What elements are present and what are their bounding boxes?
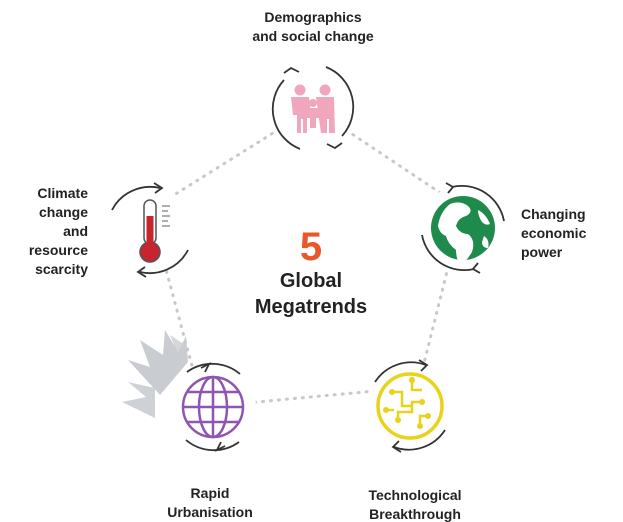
label-economic: Changing economic power xyxy=(521,206,587,260)
node-economic xyxy=(420,182,506,274)
node-demographics xyxy=(270,65,356,151)
center-number: 5 xyxy=(299,225,323,269)
family-icon xyxy=(291,84,335,133)
grid-globe-icon xyxy=(181,375,245,439)
center-title: 5 Global Megatrends xyxy=(236,226,386,320)
node-urbanisation xyxy=(170,361,256,453)
thermometer-icon xyxy=(139,199,170,263)
globe-icon xyxy=(431,196,495,266)
label-demographics: Demographics and social change xyxy=(252,9,374,44)
center-title-line2: Megatrends xyxy=(254,296,368,318)
leaf-decoration xyxy=(122,330,188,418)
label-technology: Technological Breakthrough xyxy=(368,487,462,522)
center-title-line1: Global xyxy=(279,270,343,292)
cycle-arrow-right xyxy=(325,66,355,137)
label-climate: Climate change and resource scarcity xyxy=(28,185,88,277)
cycle-arrow-left xyxy=(271,79,301,150)
label-urbanisation: Rapid Urbanisation xyxy=(167,485,253,520)
circuit-icon xyxy=(376,372,444,440)
node-technology xyxy=(367,359,453,453)
dotted-ring xyxy=(148,106,465,409)
node-climate xyxy=(107,182,193,278)
